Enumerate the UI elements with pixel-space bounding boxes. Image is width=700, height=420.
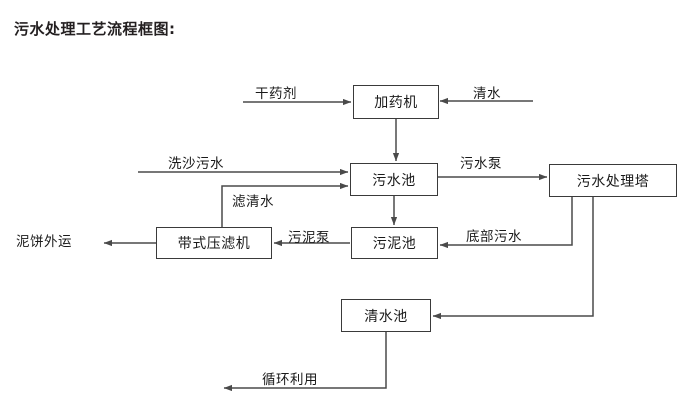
node-treatment-tower[interactable]: 污水处理塔 <box>549 164 677 197</box>
edge-label-wastewater-pump: 污水泵 <box>460 156 502 172</box>
edge-filtered-to-wastewater-pool <box>221 182 349 227</box>
page-title: 污水处理工艺流程框图: <box>14 20 176 38</box>
edge-clear-water-to-recycle <box>223 332 387 392</box>
node-label: 带式压滤机 <box>177 236 251 252</box>
edge-label-bottom-wastewater: 底部污水 <box>466 229 522 245</box>
edge-label-dry-chemical: 干药剂 <box>255 86 297 102</box>
node-label: 污泥池 <box>372 236 417 252</box>
node-sludge-pool[interactable]: 污泥池 <box>351 227 438 259</box>
node-belt-filter-press[interactable]: 带式压滤机 <box>156 227 272 259</box>
node-label: 污水池 <box>372 172 416 189</box>
node-dosing-machine[interactable]: 加药机 <box>353 85 439 119</box>
edge-label-sludge-pump: 污泥泵 <box>288 230 330 246</box>
node-label: 清水池 <box>364 308 408 325</box>
terminal-label-mud-cake-out: 泥饼外运 <box>16 234 72 250</box>
edge-tower-to-clear-water-pool <box>432 197 594 320</box>
node-wastewater-pool[interactable]: 污水池 <box>350 163 438 196</box>
edge-label-recycle-reuse: 循环利用 <box>262 372 318 388</box>
edge-tower-to-sludge-pool <box>439 197 573 249</box>
edge-label-sand-wash-water: 洗沙污水 <box>168 156 224 172</box>
edge-label-clean-water: 清水 <box>473 86 501 102</box>
node-label: 加药机 <box>374 95 418 111</box>
node-clear-water-pool[interactable]: 清水池 <box>341 299 431 332</box>
edge-label-filtered-water: 滤清水 <box>232 194 274 210</box>
node-label: 污水处理塔 <box>576 173 650 190</box>
